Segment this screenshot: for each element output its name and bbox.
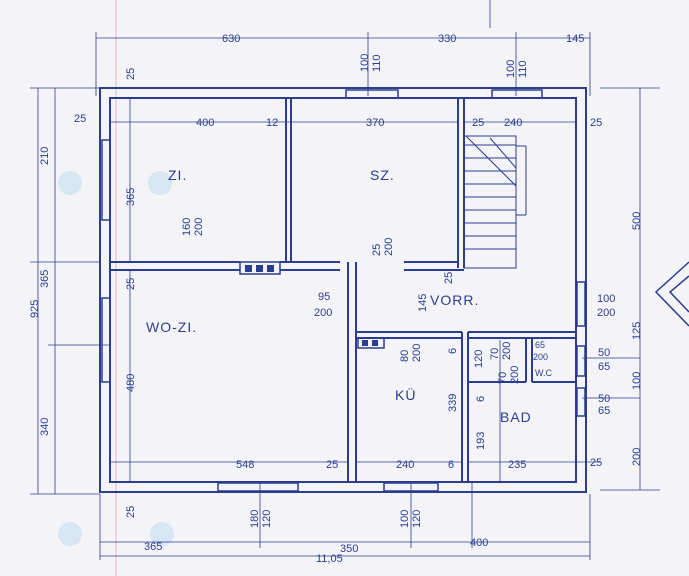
punch-hole: [58, 522, 82, 546]
dim-bot-100: 100: [399, 510, 411, 528]
dim-top-630: 630: [222, 33, 240, 45]
room-label-bad: BAD: [500, 409, 532, 425]
dim-sz-370: 370: [366, 117, 384, 129]
dim-left-340: 340: [39, 418, 51, 436]
dim-right-65a: 65: [598, 361, 610, 373]
staircase: [463, 135, 527, 269]
dim-bot-180: 180: [249, 510, 261, 528]
dim-zi-12: 12: [266, 117, 278, 129]
dim-top-100: 100: [359, 54, 371, 72]
dim-ku-80: 80: [399, 350, 411, 362]
dim-wo-25: 25: [125, 278, 137, 290]
dim-right-200a: 200: [597, 307, 615, 319]
dim-right-50b: 50: [598, 393, 610, 405]
dim-ku-6a: 6: [447, 348, 459, 354]
dim-bot-6: 6: [448, 459, 454, 471]
dim-zi-365: 365: [125, 188, 137, 206]
dim-vorr-25: 25: [443, 272, 455, 284]
dim-wo-480: 480: [125, 374, 137, 392]
dim-top-145: 145: [566, 33, 584, 45]
chimney-flues: [239, 261, 385, 349]
dim-sz-200: 200: [383, 238, 395, 256]
dim-right-25a: 25: [590, 117, 602, 129]
dim-bath-193: 193: [475, 432, 487, 450]
dim-ku-339: 339: [447, 394, 459, 412]
dim-right-200b: 200: [631, 448, 643, 466]
dim-bot-240: 240: [396, 459, 414, 471]
dim-bath-70a: 70: [489, 348, 501, 360]
dim-st-240: 240: [504, 117, 522, 129]
direction-arrow: [654, 261, 689, 327]
dim-right-50a: 50: [598, 347, 610, 359]
dim-bot-25b: 25: [590, 457, 602, 469]
dim-vorr-145: 145: [417, 294, 429, 312]
dim-zi-400: 400: [196, 117, 214, 129]
dim-left-365: 365: [39, 270, 51, 288]
dim-bath-70b: 70: [497, 372, 509, 384]
dim-right-100: 100: [597, 293, 615, 305]
dim-ku-200: 200: [411, 344, 423, 362]
dim-right-65b: 65: [598, 405, 610, 417]
dim-bot-25c: 25: [125, 506, 137, 518]
dim-right-125: 125: [631, 322, 643, 340]
room-label-vorr: VORR.: [430, 292, 479, 308]
dim-top-110: 110: [371, 54, 383, 72]
dim-bot-350: 350: [340, 543, 358, 555]
dim-wc-65: 65: [535, 340, 545, 350]
dim-ku-6b: 6: [475, 396, 487, 402]
punch-hole: [58, 171, 82, 195]
dim-bath-120: 120: [473, 350, 485, 368]
dim-top-25: 25: [125, 68, 137, 80]
interior-walls: [110, 98, 576, 482]
dim-left-925: 925: [29, 300, 41, 318]
exterior-walls: [99, 87, 587, 493]
dim-bot-1105: 11,05: [316, 553, 343, 565]
dim-bot-548: 548: [236, 459, 254, 471]
dim-zi-200: 200: [193, 218, 205, 236]
room-label-zi: ZI.: [168, 167, 187, 183]
punch-hole: [148, 171, 172, 195]
room-label-sz: SZ.: [370, 167, 395, 183]
dim-bot-235: 235: [508, 459, 526, 471]
dim-sz-25: 25: [371, 244, 383, 256]
dim-wo-95: 95: [318, 291, 330, 303]
dim-bath-200b: 200: [509, 366, 521, 384]
punch-hole: [150, 522, 174, 546]
dim-bot-365: 365: [144, 541, 162, 553]
room-label-wo: WO-ZI.: [146, 319, 197, 335]
dim-right-100b: 100: [631, 372, 643, 390]
dim-left-210: 210: [39, 147, 51, 165]
dim-st-25: 25: [472, 117, 484, 129]
direction-arrow-inner: [668, 275, 689, 313]
dim-left-25: 25: [74, 113, 86, 125]
dim-bath-200a: 200: [501, 342, 513, 360]
dim-bot-400: 400: [470, 537, 488, 549]
room-label-ku: KÜ: [395, 386, 416, 403]
dim-top-330: 330: [438, 33, 456, 45]
dim-zi-160: 160: [181, 218, 193, 236]
dim-bot-120b: 120: [411, 510, 423, 528]
dim-wc-200: 200: [533, 352, 548, 362]
room-label-wc: W.C: [535, 368, 552, 378]
windows: [101, 89, 586, 492]
dim-wo-200: 200: [314, 307, 332, 319]
dim-bot-120a: 120: [261, 510, 273, 528]
dim-right-500: 500: [631, 212, 643, 230]
dim-bot-25a: 25: [326, 459, 338, 471]
dim-top-110b: 110: [517, 60, 529, 78]
dim-top-100b: 100: [505, 60, 517, 78]
dimension-lines: [30, 0, 660, 560]
